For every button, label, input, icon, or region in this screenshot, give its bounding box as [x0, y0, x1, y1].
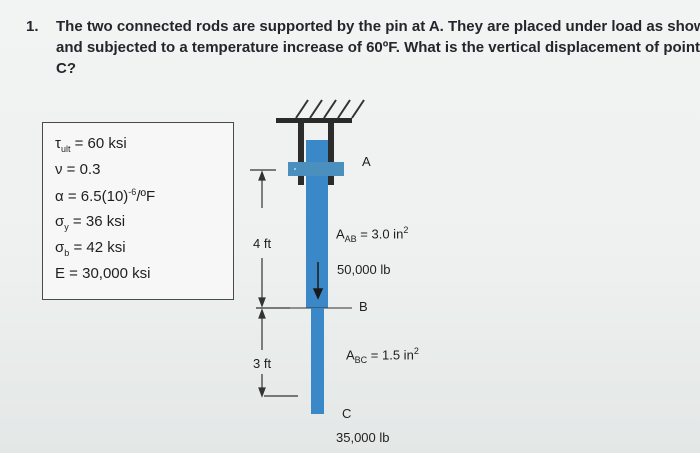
dimension-line — [250, 169, 298, 398]
label-area-ab: AAB = 3.0 in2 — [336, 225, 409, 244]
question-text: The two connected rods are supported by … — [56, 18, 700, 77]
load-arrow-b — [312, 262, 324, 300]
label-point-a: A — [362, 154, 371, 169]
label-point-c: C — [342, 406, 352, 421]
rod-bc — [311, 308, 324, 414]
material-properties-box: τult = 60 ksi ν = 0.3 α = 6.5(10)-6/ºF σ… — [42, 122, 234, 300]
support-hatch — [295, 99, 365, 119]
prop-sigma-b: σb = 42 ksi — [55, 239, 126, 258]
question-number: 1. — [26, 18, 39, 35]
label-length-ab: 4 ft — [253, 236, 272, 251]
label-area-bc: ABC = 1.5 in2 — [346, 346, 419, 365]
pin-a — [288, 162, 344, 176]
pin-bracket-right — [328, 123, 334, 185]
prop-tau-ult: τult = 60 ksi — [55, 135, 127, 154]
prop-sigma-y: σy = 36 ksi — [55, 213, 126, 232]
prop-elastic-modulus: E = 30,000 ksi — [55, 265, 151, 282]
prop-poisson: ν = 0.3 — [55, 161, 101, 178]
label-load-b: 50,000 lb — [337, 262, 391, 277]
prop-alpha: α = 6.5(10)-6/ºF — [55, 187, 156, 205]
label-length-bc: 3 ft — [253, 356, 272, 371]
support-plate — [276, 118, 352, 123]
label-load-c: 35,000 lb — [336, 430, 390, 445]
pin-bracket-left — [298, 123, 304, 185]
label-point-b: B — [359, 299, 368, 314]
rod-ab — [306, 140, 328, 308]
